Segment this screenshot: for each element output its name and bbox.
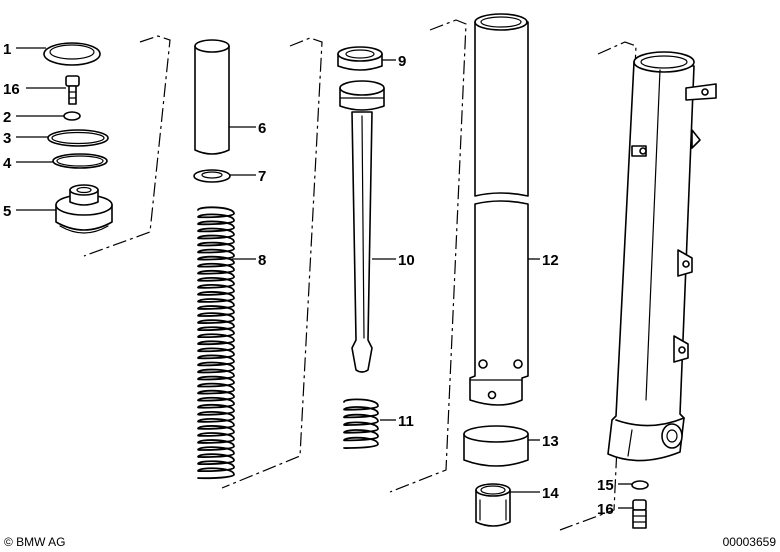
callout-1: 1 [3, 41, 11, 58]
part-14-bushing [475, 483, 511, 527]
callout-6: 6 [258, 120, 266, 137]
part-10-damper-rod [339, 80, 385, 373]
callout-9: 9 [398, 53, 406, 70]
callout-13: 13 [542, 433, 559, 450]
callout-5: 5 [3, 203, 11, 220]
drawing-number: 00003659 [723, 535, 777, 549]
fork-slider [607, 51, 717, 462]
callout-15: 15 [597, 477, 614, 494]
callout-14: 14 [542, 485, 559, 502]
callout-10: 10 [398, 252, 415, 269]
part-15-washer [631, 480, 649, 490]
callout-4: 4 [3, 155, 12, 172]
part-12-fork-tube [469, 13, 529, 406]
part-3-circlip [47, 129, 109, 147]
group-separators [83, 19, 637, 531]
callout-7: 7 [258, 168, 266, 185]
part-11-spring [343, 398, 379, 449]
callout-12: 12 [542, 252, 559, 269]
callout-11: 11 [398, 413, 414, 430]
part-9-guide-ring [337, 46, 383, 71]
part-4-o-ring [52, 153, 108, 169]
callout-3: 3 [3, 130, 11, 147]
part-1-cap [43, 42, 101, 66]
callout-2: 2 [3, 109, 11, 126]
part-13-bushing [463, 425, 529, 467]
callout-8: 8 [258, 252, 266, 269]
part-16-screw-bottom [632, 499, 647, 529]
part-5-plug [55, 184, 113, 234]
callout-16-bottom: 16 [597, 501, 614, 518]
part-6-tube [194, 39, 230, 155]
part-2-small-washer [63, 111, 81, 121]
copyright-label: © BMW AG [4, 535, 66, 549]
leader-lines [16, 47, 633, 509]
part-7-washer [193, 169, 231, 183]
callout-16-top: 16 [3, 81, 20, 98]
part-16-screw-top [65, 75, 80, 105]
callouts: 1 16 2 3 4 5 6 7 8 9 10 11 12 13 14 15 1… [3, 41, 614, 518]
part-8-spring [197, 206, 235, 480]
